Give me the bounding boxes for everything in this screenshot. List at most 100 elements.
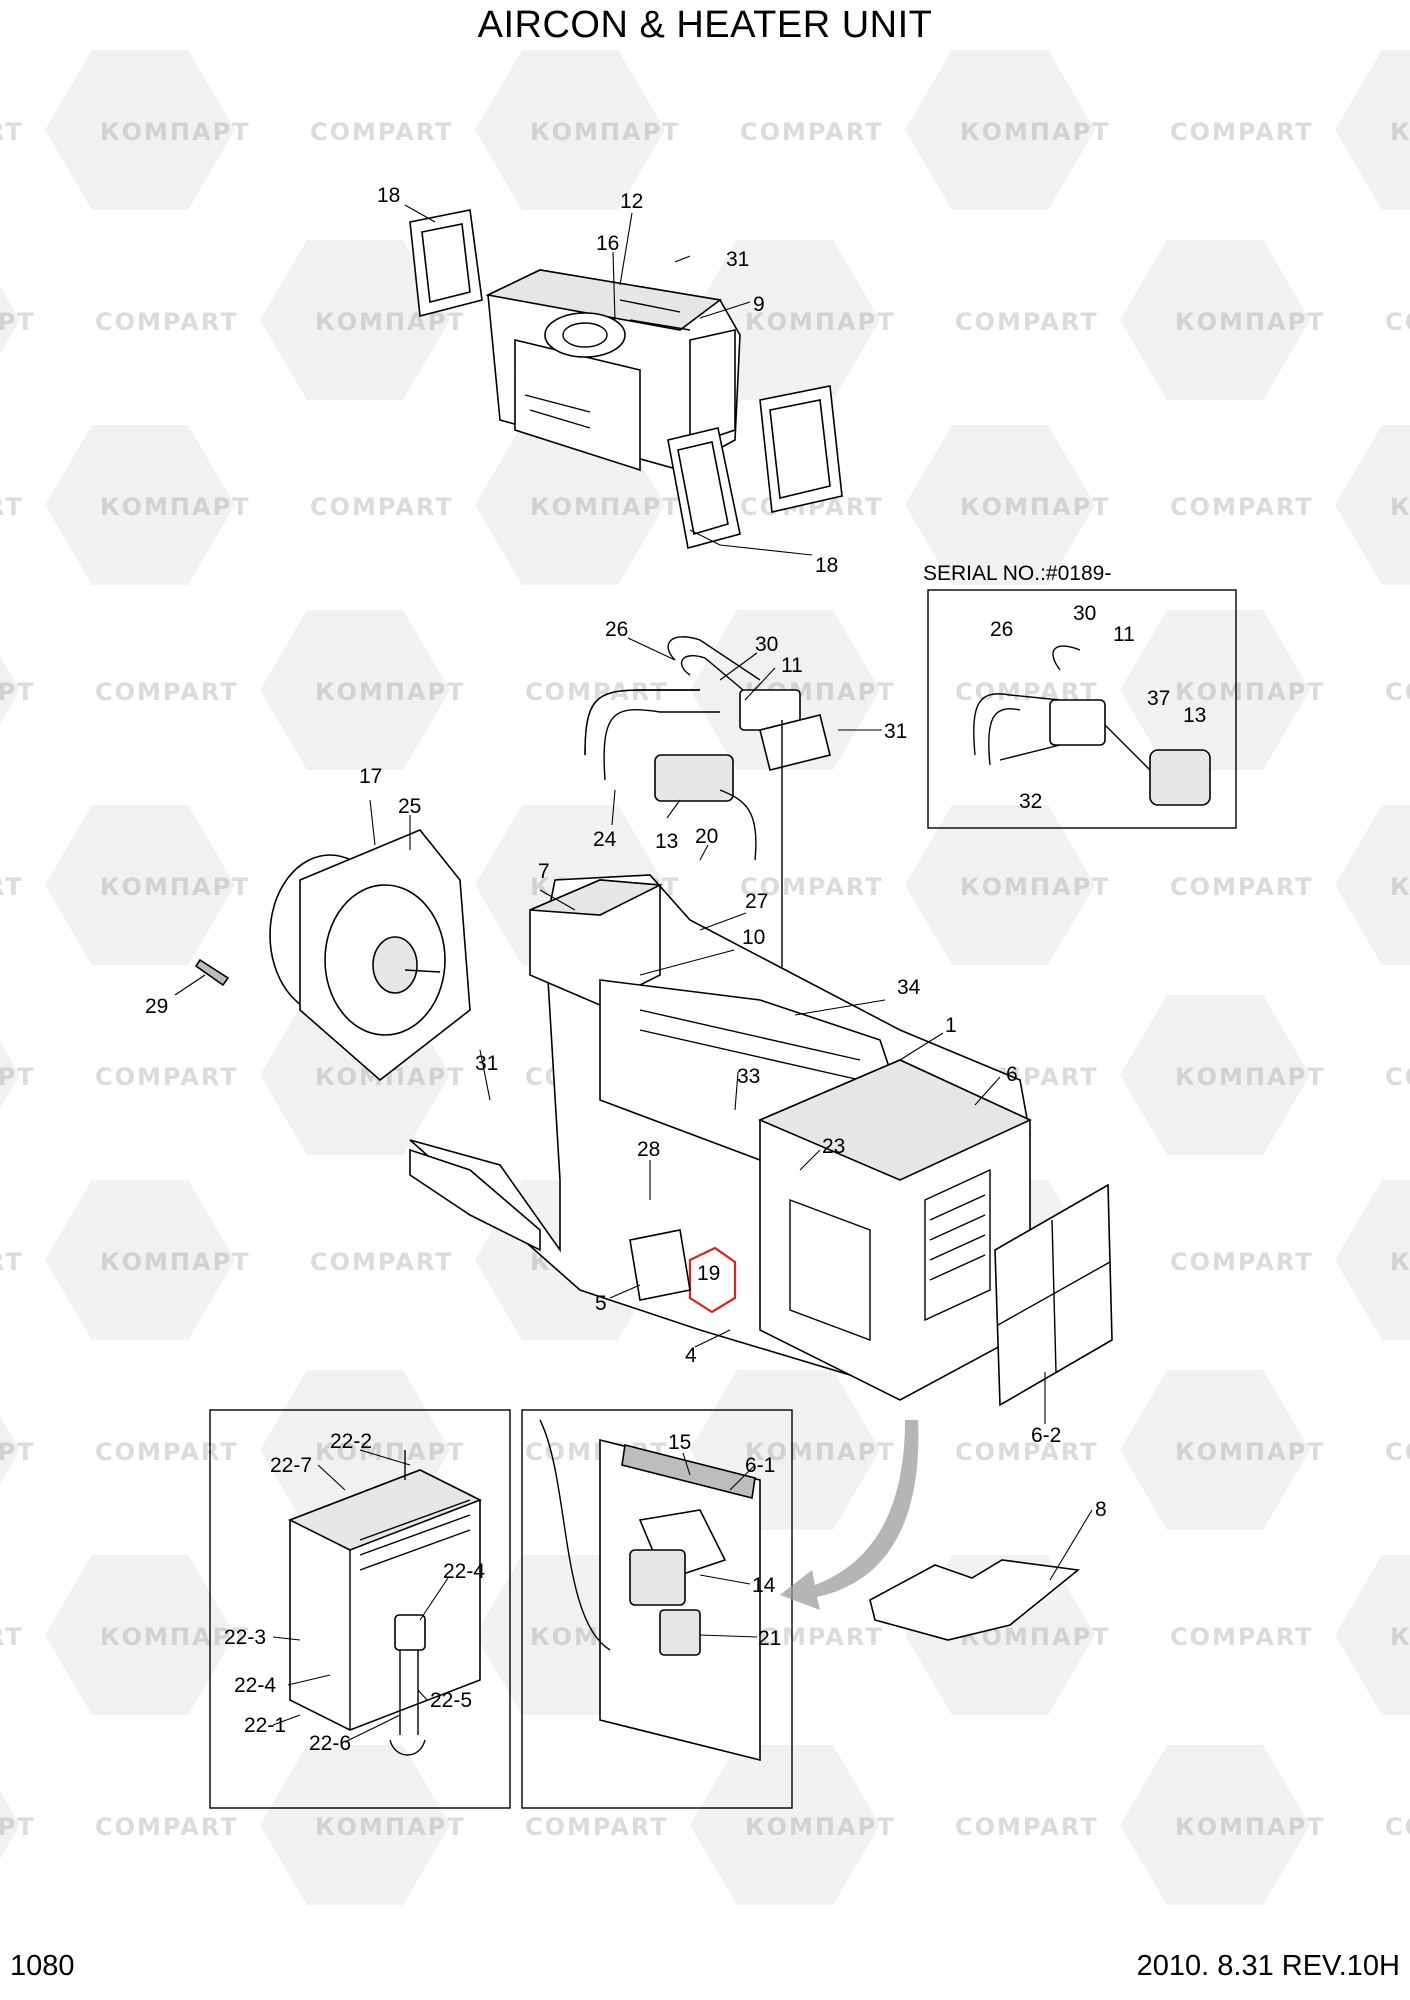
watermark-text-latin: COMPART	[95, 1063, 239, 1091]
watermark-logo	[45, 50, 235, 210]
evaporator-inset	[209, 1409, 511, 1809]
watermark-text-latin: COMPART	[1170, 873, 1314, 901]
serial-number-note: SERIAL NO.:#0189-	[923, 562, 1112, 585]
watermark-logo	[260, 610, 450, 770]
watermark-text-latin: COMPART	[740, 1623, 884, 1651]
watermark-logo	[905, 805, 1095, 965]
callout-12: 12	[620, 190, 643, 213]
watermark-text-cyrillic: КОМПАРТ	[1390, 873, 1410, 901]
callout-34: 34	[897, 976, 921, 999]
callout-18-top: 18	[377, 184, 400, 207]
watermark-text-latin: COMPART	[1385, 1438, 1410, 1466]
watermark-text-latin: COMPART	[955, 1813, 1099, 1841]
filter-6-2	[994, 1183, 1113, 1407]
watermark-logo	[475, 50, 665, 210]
serial-callout-13: 13	[1183, 704, 1206, 727]
watermark-logo	[0, 1415, 20, 1485]
watermark-logo	[1120, 1370, 1310, 1530]
watermark-text-cyrillic: КОМПАРТ	[1175, 1813, 1326, 1841]
watermark-text-latin: COMPART	[955, 1438, 1099, 1466]
serial-callout-30: 30	[1073, 602, 1096, 625]
callout-18-bottom: 18	[815, 554, 838, 577]
callout-6-1: 6-1	[745, 1454, 775, 1477]
watermark-text-cyrillic: КОМПАРТ	[1175, 1438, 1326, 1466]
filter-18-right	[667, 385, 843, 549]
watermark-logo	[45, 805, 235, 965]
watermark-text-latin: COMPART	[0, 1248, 24, 1276]
heater-hose-assembly	[584, 636, 831, 1085]
serial-callout-32: 32	[1019, 790, 1042, 813]
watermark-text-cyrillic: КОМПАРТ	[1390, 118, 1410, 146]
callout-22-2: 22-2	[330, 1430, 372, 1453]
part-8-pad	[780, 1420, 1080, 1641]
watermark-text-cyrillic: КОМПАРТ	[745, 1813, 896, 1841]
watermark-text-cyrillic: КОМПАРТ	[745, 1438, 896, 1466]
callout-30: 30	[755, 633, 778, 656]
watermark-text-cyrillic: КОМПАРТ	[0, 308, 36, 336]
callout-8: 8	[1095, 1498, 1107, 1521]
watermark-text-latin: COMPART	[955, 308, 1099, 336]
callout-33: 33	[737, 1065, 760, 1088]
callout-6-2: 6-2	[1031, 1424, 1061, 1447]
main-hvac-unit	[194, 829, 1113, 1407]
watermark-text-cyrillic: КОМПАРТ	[0, 1438, 36, 1466]
watermark-text-cyrillic: КОМПАРТ	[0, 678, 36, 706]
watermark-text-cyrillic: КОМПАРТ	[100, 493, 251, 521]
watermark-text-latin: COMPART	[95, 1813, 239, 1841]
watermark-text-cyrillic: КОМПАРТ	[530, 493, 681, 521]
watermark-text-latin: COMPART	[95, 1438, 239, 1466]
watermark-logo	[690, 1745, 880, 1905]
callout-25: 25	[398, 795, 421, 818]
watermark-text-latin: COMPART	[1170, 493, 1314, 521]
blower-motor	[269, 829, 471, 1082]
serial-variant-inset	[927, 589, 1237, 829]
callout-5: 5	[595, 1292, 607, 1315]
watermark-text-latin: COMPART	[1170, 1248, 1314, 1276]
callout-17: 17	[359, 765, 382, 788]
callout-28: 28	[637, 1138, 660, 1161]
filter-18-left	[409, 209, 483, 318]
watermark-logo	[1120, 1745, 1310, 1905]
callout-22-1: 22-1	[244, 1714, 286, 1737]
watermark-text-latin: COMPART	[0, 118, 24, 146]
callout-7: 7	[538, 860, 550, 883]
watermark-text-latin: COMPART	[0, 1623, 24, 1651]
watermark-text-latin: COMPART	[1385, 678, 1410, 706]
watermark-text-latin: COMPART	[95, 308, 239, 336]
watermark-text-cyrillic: КОМПАРТ	[745, 308, 896, 336]
watermark-text-latin: COMPART	[0, 493, 24, 521]
watermark-logo	[905, 425, 1095, 585]
callout-4: 4	[685, 1344, 697, 1367]
watermark-text-cyrillic: КОМПАРТ	[960, 118, 1111, 146]
watermark-text-cyrillic: КОМПАРТ	[100, 1248, 251, 1276]
callout-22-3: 22-3	[224, 1626, 266, 1649]
page-title: AIRCON & HEATER UNIT	[477, 4, 933, 46]
watermark-logo	[45, 1180, 235, 1340]
watermark-logo	[1120, 240, 1310, 400]
callout-29: 29	[145, 995, 168, 1018]
watermark-logo	[0, 285, 20, 355]
callout-6: 6	[1006, 1063, 1018, 1086]
watermark-logo	[1335, 1555, 1410, 1715]
watermark-text-cyrillic: КОМПАРТ	[530, 118, 681, 146]
watermark-text-latin: COMPART	[740, 873, 884, 901]
callout-22-4-lower: 22-4	[234, 1674, 276, 1697]
watermark-text-latin: COMPART	[310, 118, 454, 146]
watermark-text-latin: COMPART	[1385, 1813, 1410, 1841]
watermark-logo	[1335, 50, 1410, 210]
watermark-text-latin: COMPART	[95, 678, 239, 706]
serial-callout-11: 11	[1113, 623, 1135, 646]
watermark-text-cyrillic: КОМПАРТ	[1175, 308, 1326, 336]
watermark-text-cyrillic: КОМПАРТ	[0, 1813, 36, 1841]
watermark-text-latin: COMPART	[740, 118, 884, 146]
callout-13: 13	[655, 830, 678, 853]
callout-16: 16	[596, 232, 619, 255]
callout-labels: 18 12 16 31 9 18 26 30 11 31 24 13 20 26…	[145, 184, 1206, 1755]
watermark-logo	[1335, 1180, 1410, 1340]
callout-21: 21	[758, 1627, 781, 1650]
watermark-text-cyrillic: КОМПАРТ	[1390, 493, 1410, 521]
callout-22-4: 22-4	[443, 1560, 485, 1583]
leader-lines	[174, 204, 1093, 1743]
watermark-text-cyrillic: КОМПАРТ	[315, 678, 466, 706]
callout-22-6: 22-6	[309, 1732, 351, 1755]
